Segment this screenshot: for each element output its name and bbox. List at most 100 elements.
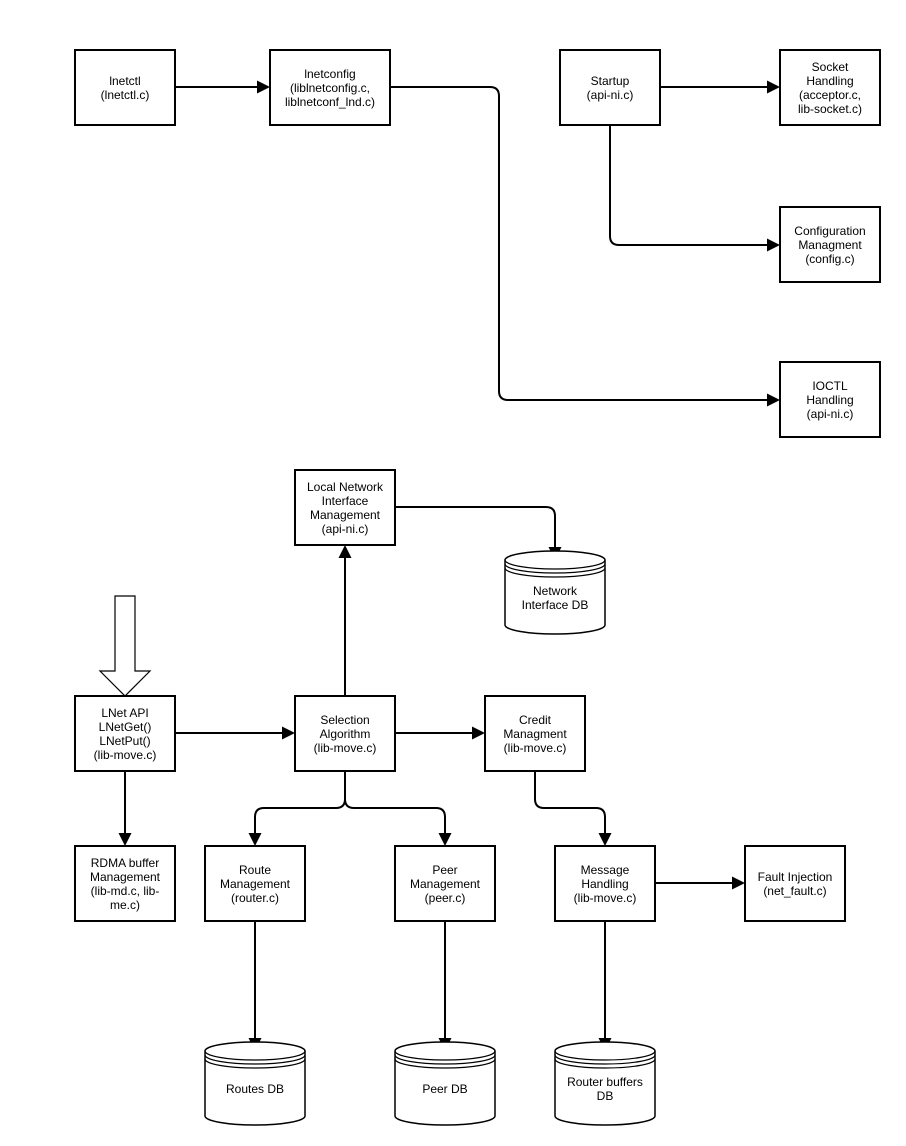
db-routes: Routes DB: [204, 1041, 306, 1126]
entry-arrow: [98, 595, 152, 697]
svg-text:Routes DB: Routes DB: [226, 1082, 284, 1096]
edges: [118, 80, 780, 1051]
arrowhead-route: [248, 833, 262, 846]
node-lnet-api-line-2: LNetGet(): [99, 720, 152, 734]
node-socket-line-2: Handling: [806, 74, 853, 88]
node-message-line-1: Message: [581, 863, 630, 877]
arrowhead-ioctl: [767, 393, 780, 407]
node-rdma-line-4: me.c): [110, 898, 140, 912]
node-route-line-3: (router.c): [231, 891, 279, 905]
node-lnetconfig-line-2: (liblnetconfig.c,: [290, 81, 370, 95]
node-peer-line-1: Peer: [432, 863, 457, 877]
node-config-line-3: (config.c): [805, 252, 854, 266]
arrowhead-peer: [438, 833, 452, 846]
db-router-buffers-line-1: Router buffers: [567, 1075, 643, 1089]
node-rdma-line-1: RDMA buffer: [91, 856, 159, 870]
db-ni-line-2: Interface DB: [522, 598, 589, 612]
arrowhead-local-ni: [338, 545, 352, 558]
node-config-line-1: Configuration: [794, 224, 865, 238]
edge-startup-to-config: [609, 125, 768, 246]
node-rdma-line-2: Management: [90, 870, 161, 884]
node-ioctl-line-2: Handling: [806, 393, 853, 407]
node-lnetctl-line-2: (lnetctl.c): [101, 88, 150, 102]
node-message-line-3: (lib-move.c): [574, 891, 637, 905]
node-message-line-2: Handling: [581, 877, 628, 891]
node-lnetctl: lnetctl(lnetctl.c): [74, 49, 176, 126]
node-selection-line-2: Algorithm: [320, 727, 371, 741]
node-socket-line-1: Socket: [812, 60, 849, 74]
arrowhead-selection: [282, 726, 295, 740]
edge-credit-to-message: [534, 771, 606, 834]
node-local-ni-line-1: Local Network: [307, 480, 384, 494]
node-credit-line-1: Credit: [519, 713, 552, 727]
arrowhead-rdma: [118, 833, 132, 846]
node-startup-line-1: Startup: [591, 74, 630, 88]
svg-text:lnetctl(lnetctl.c): lnetctl(lnetctl.c): [101, 74, 150, 102]
edge-local-ni-to-ni-db: [395, 506, 556, 548]
node-local-ni-line-4: (api-ni.c): [322, 522, 369, 536]
node-lnet-api-line-4: (lib-move.c): [94, 748, 157, 762]
node-fault-line-2: (net_fault.c): [763, 884, 826, 898]
db-router-buffers-line-2: DB: [597, 1089, 614, 1103]
db-peer-line-1: Peer DB: [422, 1082, 467, 1096]
node-rdma-line-3: (lib-md.c, lib-: [91, 884, 160, 898]
node-local-ni-line-3: Management: [310, 508, 381, 522]
svg-text:Peer DB: Peer DB: [422, 1082, 467, 1096]
node-lnetctl-line-1: lnetctl: [109, 74, 140, 88]
arrowhead-socket: [767, 80, 780, 94]
db-peer: Peer DB: [394, 1041, 496, 1126]
arrowhead-message: [598, 833, 612, 846]
node-config-line-2: Managment: [798, 238, 862, 252]
edge-selection-to-route: [254, 771, 346, 834]
node-local-ni-line-2: Interface: [322, 494, 369, 508]
node-startup-line-2: (api-ni.c): [587, 88, 634, 102]
arrowhead-credit: [472, 726, 485, 740]
svg-text:lnetconfig(liblnetconfig.c,lib: lnetconfig(liblnetconfig.c,liblnetconf_l…: [285, 67, 375, 109]
db-ni-line-1: Network: [533, 584, 578, 598]
node-route-line-1: Route: [239, 863, 271, 877]
node-lnetconfig-line-3: liblnetconf_lnd.c): [285, 95, 375, 109]
node-lnetconfig: lnetconfig(liblnetconfig.c,liblnetconf_l…: [269, 49, 391, 126]
node-fault-line-1: Fault Injection: [758, 870, 833, 884]
db-routes-line-1: Routes DB: [226, 1082, 284, 1096]
node-socket-line-3: (acceptor.c,: [799, 88, 861, 102]
arrowhead-config: [767, 238, 780, 252]
node-selection-line-1: Selection: [320, 713, 369, 727]
node-credit-line-3: (lib-move.c): [504, 741, 567, 755]
svg-text:Startup(api-ni.c): Startup(api-ni.c): [587, 74, 634, 102]
node-socket-line-4: lib-socket.c): [798, 102, 862, 116]
edge-lnetconfig-to-ioctl: [390, 86, 768, 401]
arrowhead-lnetconfig: [257, 80, 270, 94]
svg-text:Fault Injection(net_fault.c): Fault Injection(net_fault.c): [758, 870, 833, 898]
node-lnetconfig-line-1: lnetconfig: [304, 67, 355, 81]
node-fault-injection: Fault Injection(net_fault.c): [744, 845, 846, 922]
arrowhead-fault: [732, 876, 745, 890]
node-credit-line-2: Managment: [503, 727, 567, 741]
